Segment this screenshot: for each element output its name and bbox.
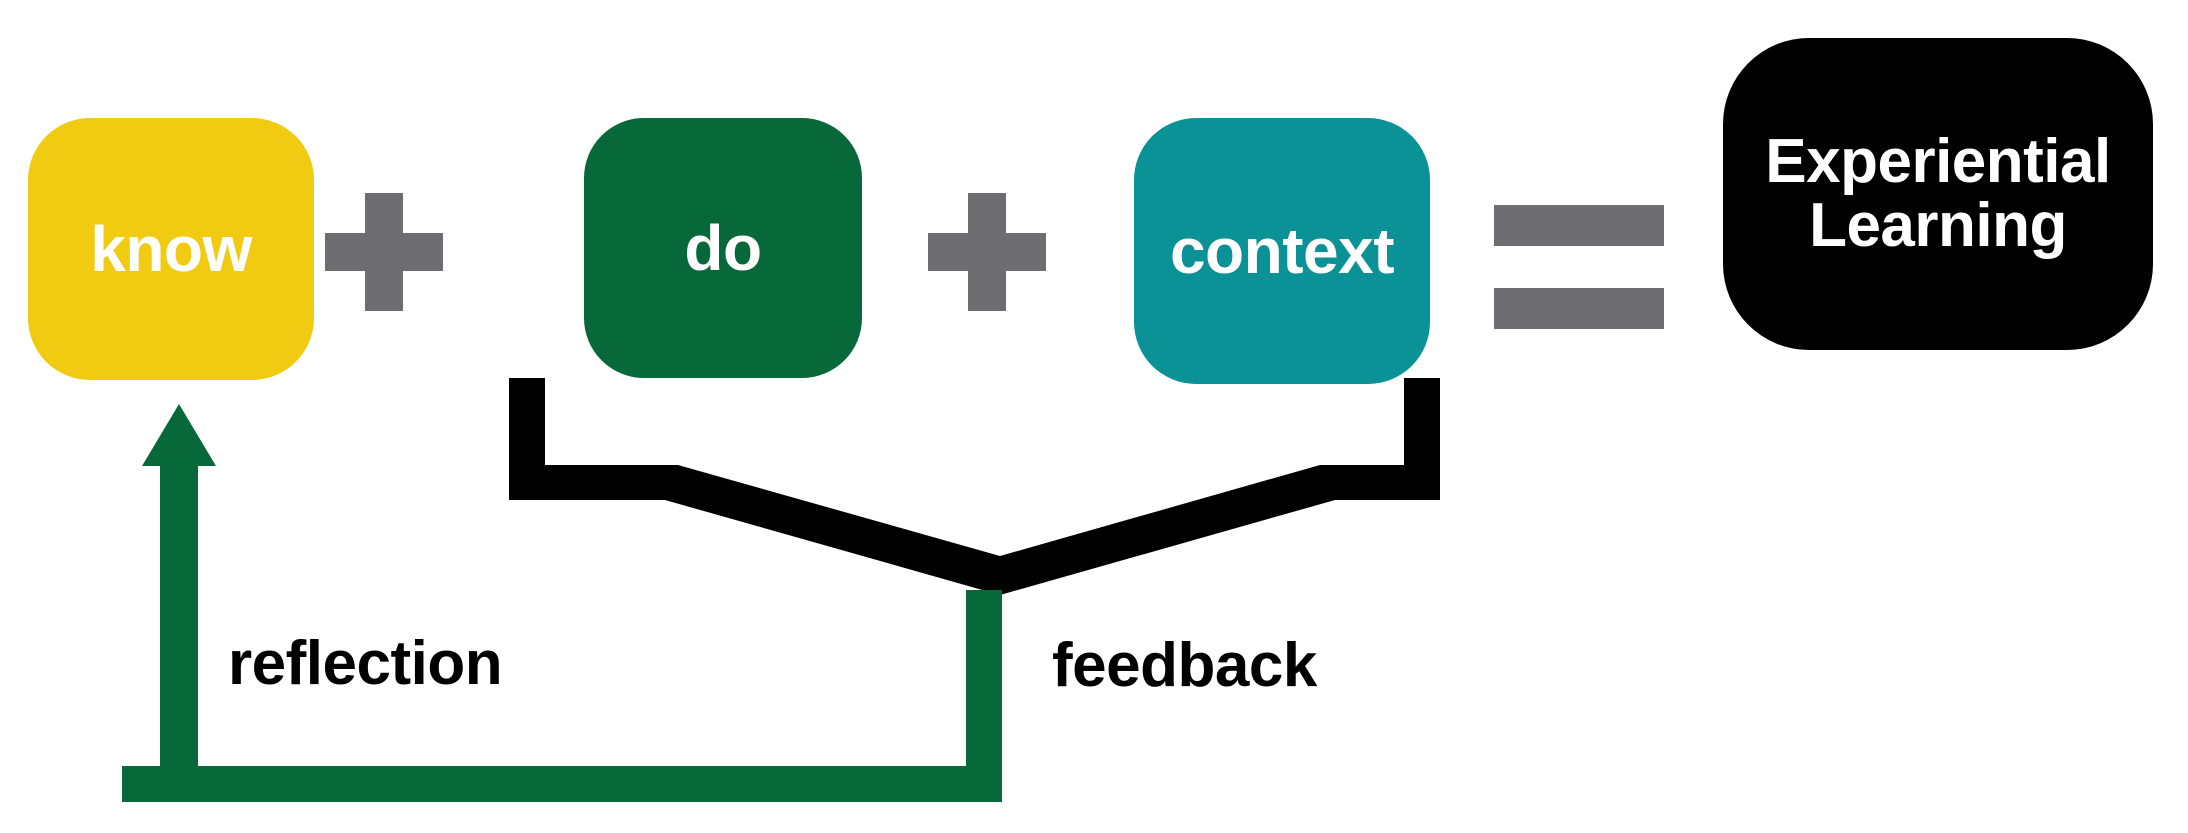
- edge-label-feedback: feedback: [1052, 631, 1317, 700]
- equals-icon-bottom-bar: [1494, 288, 1664, 329]
- reflection-loop-vertical-left: [160, 466, 198, 802]
- plus-icon-1-vertical-bar: [365, 193, 403, 311]
- equals-icon: [1494, 205, 1664, 329]
- node-do[interactable]: do: [584, 118, 862, 378]
- node-result-label-line-1: Experiential: [1765, 126, 2111, 196]
- plus-icon-2: [928, 193, 1046, 311]
- node-experiential-learning[interactable]: Experiential Learning: [1723, 38, 2153, 350]
- reflection-loop-bottom: [122, 766, 1002, 802]
- plus-icon-2-vertical-bar: [968, 193, 1006, 311]
- equals-icon-top-bar: [1494, 205, 1664, 246]
- reflection-arrowhead: [142, 404, 216, 466]
- feedback-bracket-path: [509, 378, 1440, 595]
- edge-label-reflection: reflection: [228, 629, 503, 698]
- node-do-label: do: [684, 211, 762, 284]
- node-context-label: context: [1169, 214, 1395, 287]
- node-know[interactable]: know: [28, 118, 314, 380]
- reflection-loop-vertical-right: [966, 590, 1002, 766]
- node-know-label: know: [90, 212, 252, 285]
- node-result-label-line-2: Learning: [1809, 191, 2067, 260]
- plus-icon-1: [325, 193, 443, 311]
- node-context[interactable]: context: [1134, 118, 1430, 384]
